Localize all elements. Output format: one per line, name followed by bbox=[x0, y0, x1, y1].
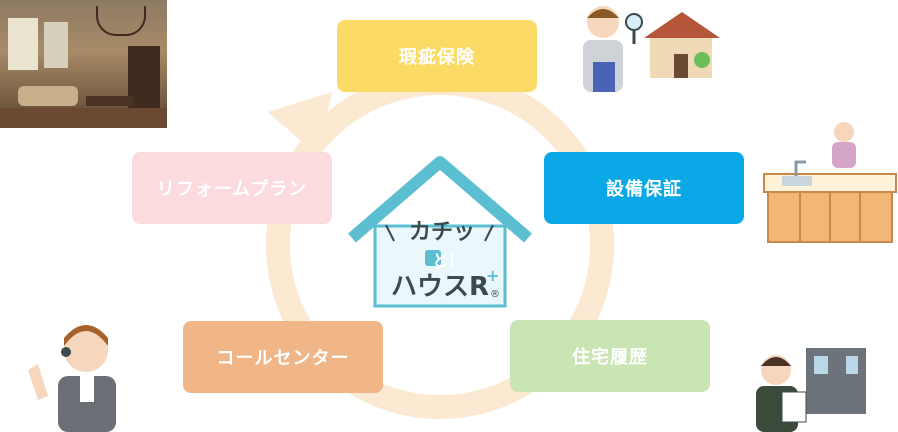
logo-sparkle-icon: + bbox=[486, 266, 500, 285]
cycle-item-inspection: 瑕疵保険 bbox=[337, 20, 537, 92]
cycle-item-label: リフォームプラン bbox=[156, 179, 308, 200]
window-light-2 bbox=[44, 22, 68, 68]
chandelier-icon bbox=[96, 6, 146, 36]
living-room-photo bbox=[0, 0, 167, 128]
cycle-item-callcenter: コールセンター bbox=[183, 321, 383, 393]
cycle-item-reform: リフォームプラン bbox=[132, 152, 332, 224]
logo-registered-mark: ® bbox=[490, 289, 500, 300]
cycle-item-history: 住宅履歴 bbox=[510, 320, 710, 392]
logo-line2: と! bbox=[432, 251, 456, 270]
sofa bbox=[18, 86, 78, 106]
floor bbox=[0, 108, 167, 128]
cycle-item-label: 設備保証 bbox=[606, 179, 682, 200]
cycle-arrow-head bbox=[268, 92, 332, 156]
cycle-item-label: 瑕疵保険 bbox=[399, 47, 475, 68]
cycle-item-equipment: 設備保証 bbox=[544, 152, 744, 224]
table bbox=[86, 96, 134, 106]
logo-line3: ハウスR bbox=[390, 272, 490, 302]
cycle-item-label: 住宅履歴 bbox=[572, 347, 648, 368]
logo-line1: カチッ bbox=[408, 220, 475, 245]
cycle-item-label: コールセンター bbox=[216, 348, 350, 369]
window-light bbox=[8, 18, 38, 70]
